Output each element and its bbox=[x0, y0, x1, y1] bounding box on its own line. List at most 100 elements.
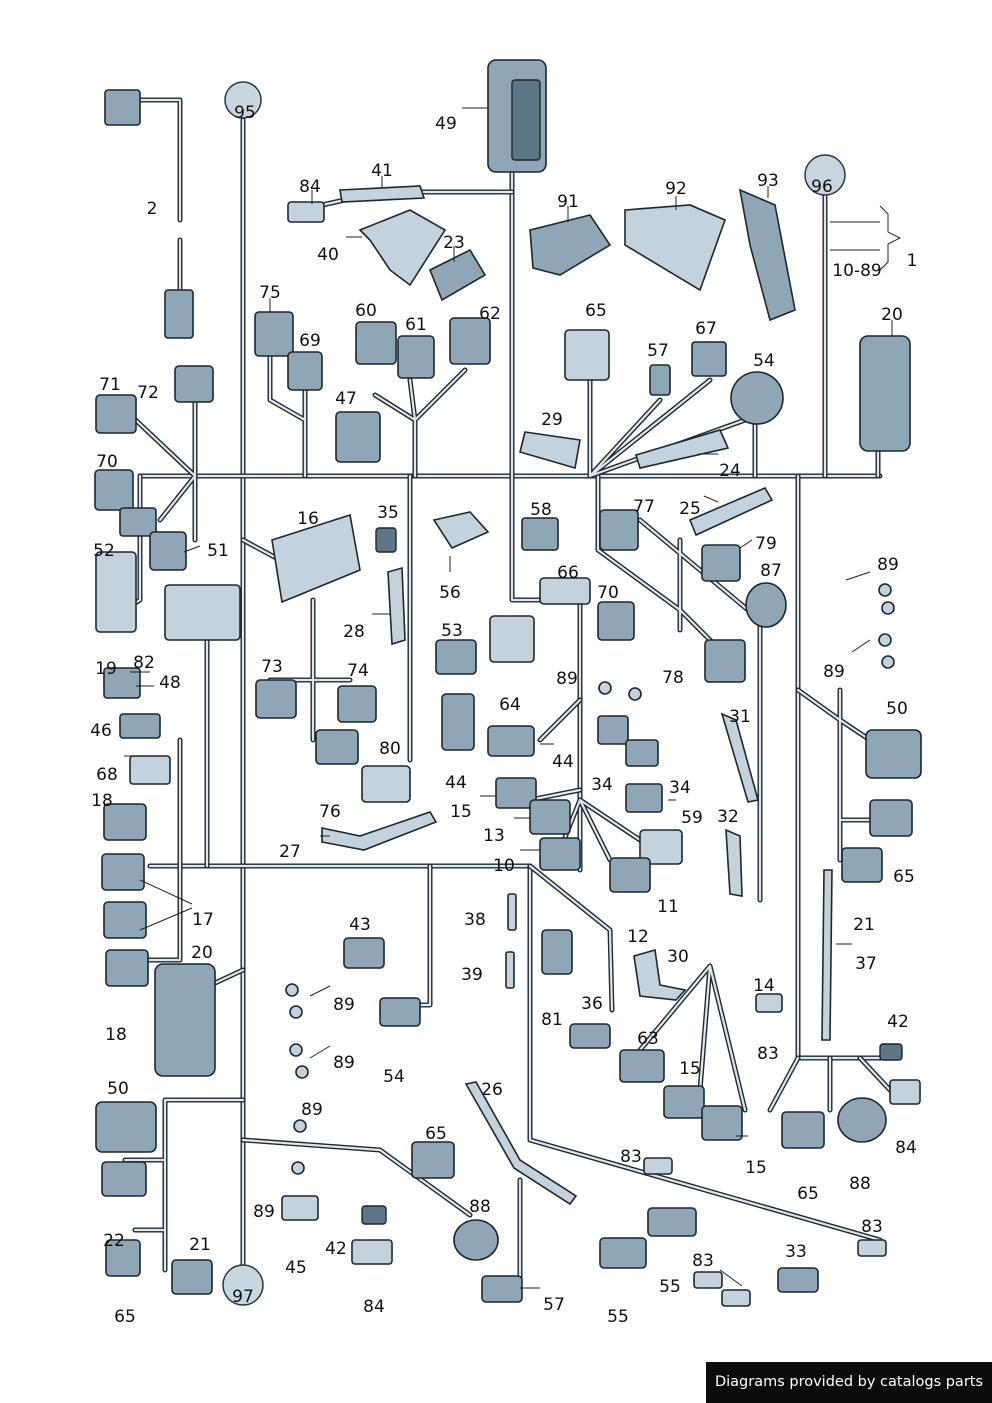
connector-36 bbox=[569, 1023, 611, 1049]
part-26 bbox=[464, 1081, 578, 1206]
callout-78: 78 bbox=[662, 668, 684, 688]
callout-80: 80 bbox=[379, 739, 401, 759]
callout-65-lower: 65 bbox=[425, 1124, 447, 1144]
connector-78c bbox=[625, 739, 659, 767]
part-56 bbox=[432, 511, 490, 550]
connector-2-bottom bbox=[164, 289, 194, 339]
connector-54-top bbox=[730, 371, 784, 425]
callout-31: 31 bbox=[729, 707, 751, 727]
callout-18-bottom: 18 bbox=[105, 1025, 127, 1045]
callout-88-lower: 88 bbox=[469, 1197, 491, 1217]
callout-35: 35 bbox=[377, 503, 399, 523]
ground-point-96 bbox=[804, 154, 846, 196]
callout-89-g: 89 bbox=[253, 1202, 275, 1222]
connector-55-a bbox=[599, 1237, 647, 1269]
callout-68: 68 bbox=[96, 765, 118, 785]
callout-22: 22 bbox=[103, 1231, 125, 1251]
callout-91: 91 bbox=[557, 192, 579, 212]
callout-42-right: 42 bbox=[887, 1012, 909, 1032]
callout-10: 10 bbox=[493, 856, 515, 876]
callout-62: 62 bbox=[479, 304, 501, 324]
connector-10 bbox=[539, 837, 581, 871]
connector-15-lower-b bbox=[701, 1105, 743, 1141]
connector-22 bbox=[105, 1239, 141, 1277]
connector-78b bbox=[597, 715, 629, 745]
connector-62 bbox=[449, 317, 491, 365]
part-35 bbox=[375, 527, 397, 553]
part-30 bbox=[633, 948, 687, 1001]
callout-83-a: 83 bbox=[757, 1044, 779, 1064]
connector-75 bbox=[254, 311, 294, 357]
connector-50-left bbox=[95, 1101, 157, 1153]
connector-83-d bbox=[857, 1239, 887, 1257]
eyelets-89-left bbox=[285, 983, 309, 1175]
sleeve-41 bbox=[339, 185, 426, 203]
callout-76: 76 bbox=[319, 802, 341, 822]
callout-77: 77 bbox=[633, 497, 655, 517]
cable-tie-37 bbox=[821, 869, 833, 1041]
connector-44-mid bbox=[487, 725, 535, 757]
connector-73b bbox=[315, 729, 359, 765]
connector-57-lower bbox=[481, 1275, 523, 1303]
callout-20-top: 20 bbox=[881, 305, 903, 325]
callout-57-lower: 57 bbox=[543, 1295, 565, 1315]
callout-15-bottom: 15 bbox=[745, 1158, 767, 1178]
callout-89-f: 89 bbox=[301, 1100, 323, 1120]
callout-67: 67 bbox=[695, 319, 717, 339]
callout-95: 95 bbox=[234, 103, 256, 123]
connector-59 bbox=[639, 829, 683, 865]
ground-point-97 bbox=[222, 1264, 264, 1306]
callout-60: 60 bbox=[355, 301, 377, 321]
callout-44-right: 44 bbox=[552, 752, 574, 772]
callout-1: 1 bbox=[907, 251, 918, 271]
callout-54-bottom: 54 bbox=[383, 1067, 405, 1087]
connector-81 bbox=[541, 929, 573, 975]
callout-89-a: 89 bbox=[877, 555, 899, 575]
part-42-lower bbox=[361, 1205, 387, 1225]
connector-65-right-lower bbox=[781, 1111, 825, 1149]
callout-89-b: 89 bbox=[823, 662, 845, 682]
connector-68 bbox=[129, 755, 171, 785]
callout-19: 19 bbox=[95, 659, 117, 679]
callout-45: 45 bbox=[285, 1258, 307, 1278]
callout-71: 71 bbox=[99, 375, 121, 395]
callout-92: 92 bbox=[665, 179, 687, 199]
callout-84: 84 bbox=[299, 177, 321, 197]
ground-point-95 bbox=[224, 81, 262, 119]
part-29 bbox=[519, 431, 581, 470]
bracket-92 bbox=[624, 204, 727, 292]
harness-components bbox=[94, 59, 922, 1307]
callout-89-c: 89 bbox=[556, 669, 578, 689]
callout-74: 74 bbox=[347, 661, 369, 681]
callout-21-left: 21 bbox=[189, 1235, 211, 1255]
connector-15-lower-a bbox=[663, 1085, 705, 1119]
connector-65-top bbox=[564, 329, 610, 381]
connector-70-left bbox=[94, 469, 134, 511]
connector-47 bbox=[335, 411, 381, 463]
callout-81: 81 bbox=[541, 1010, 563, 1030]
callout-44-left: 44 bbox=[445, 773, 467, 793]
callout-65-top: 65 bbox=[585, 301, 607, 321]
holder-23 bbox=[428, 248, 487, 302]
callout-59: 59 bbox=[681, 808, 703, 828]
callout-39: 39 bbox=[461, 965, 483, 985]
callout-2: 2 bbox=[147, 199, 158, 219]
callout-14: 14 bbox=[753, 976, 775, 996]
callout-24: 24 bbox=[719, 461, 741, 481]
callout-26: 26 bbox=[481, 1080, 503, 1100]
connector-58 bbox=[521, 517, 559, 551]
callout-21-right: 21 bbox=[853, 915, 875, 935]
connector-60 bbox=[355, 321, 397, 365]
callout-87: 87 bbox=[760, 561, 782, 581]
connector-72 bbox=[174, 365, 214, 403]
callout-69: 69 bbox=[299, 331, 321, 351]
callout-27: 27 bbox=[279, 842, 301, 862]
part-39 bbox=[505, 951, 515, 989]
callout-55-left: 55 bbox=[607, 1307, 629, 1327]
connector-78 bbox=[704, 639, 746, 683]
connector-14 bbox=[755, 993, 783, 1013]
credit-banner: Diagrams provided by catalogs parts bbox=[706, 1362, 992, 1403]
callout-88-right: 88 bbox=[849, 1174, 871, 1194]
callout-97: 97 bbox=[232, 1287, 254, 1307]
connector-18-a bbox=[103, 803, 147, 841]
